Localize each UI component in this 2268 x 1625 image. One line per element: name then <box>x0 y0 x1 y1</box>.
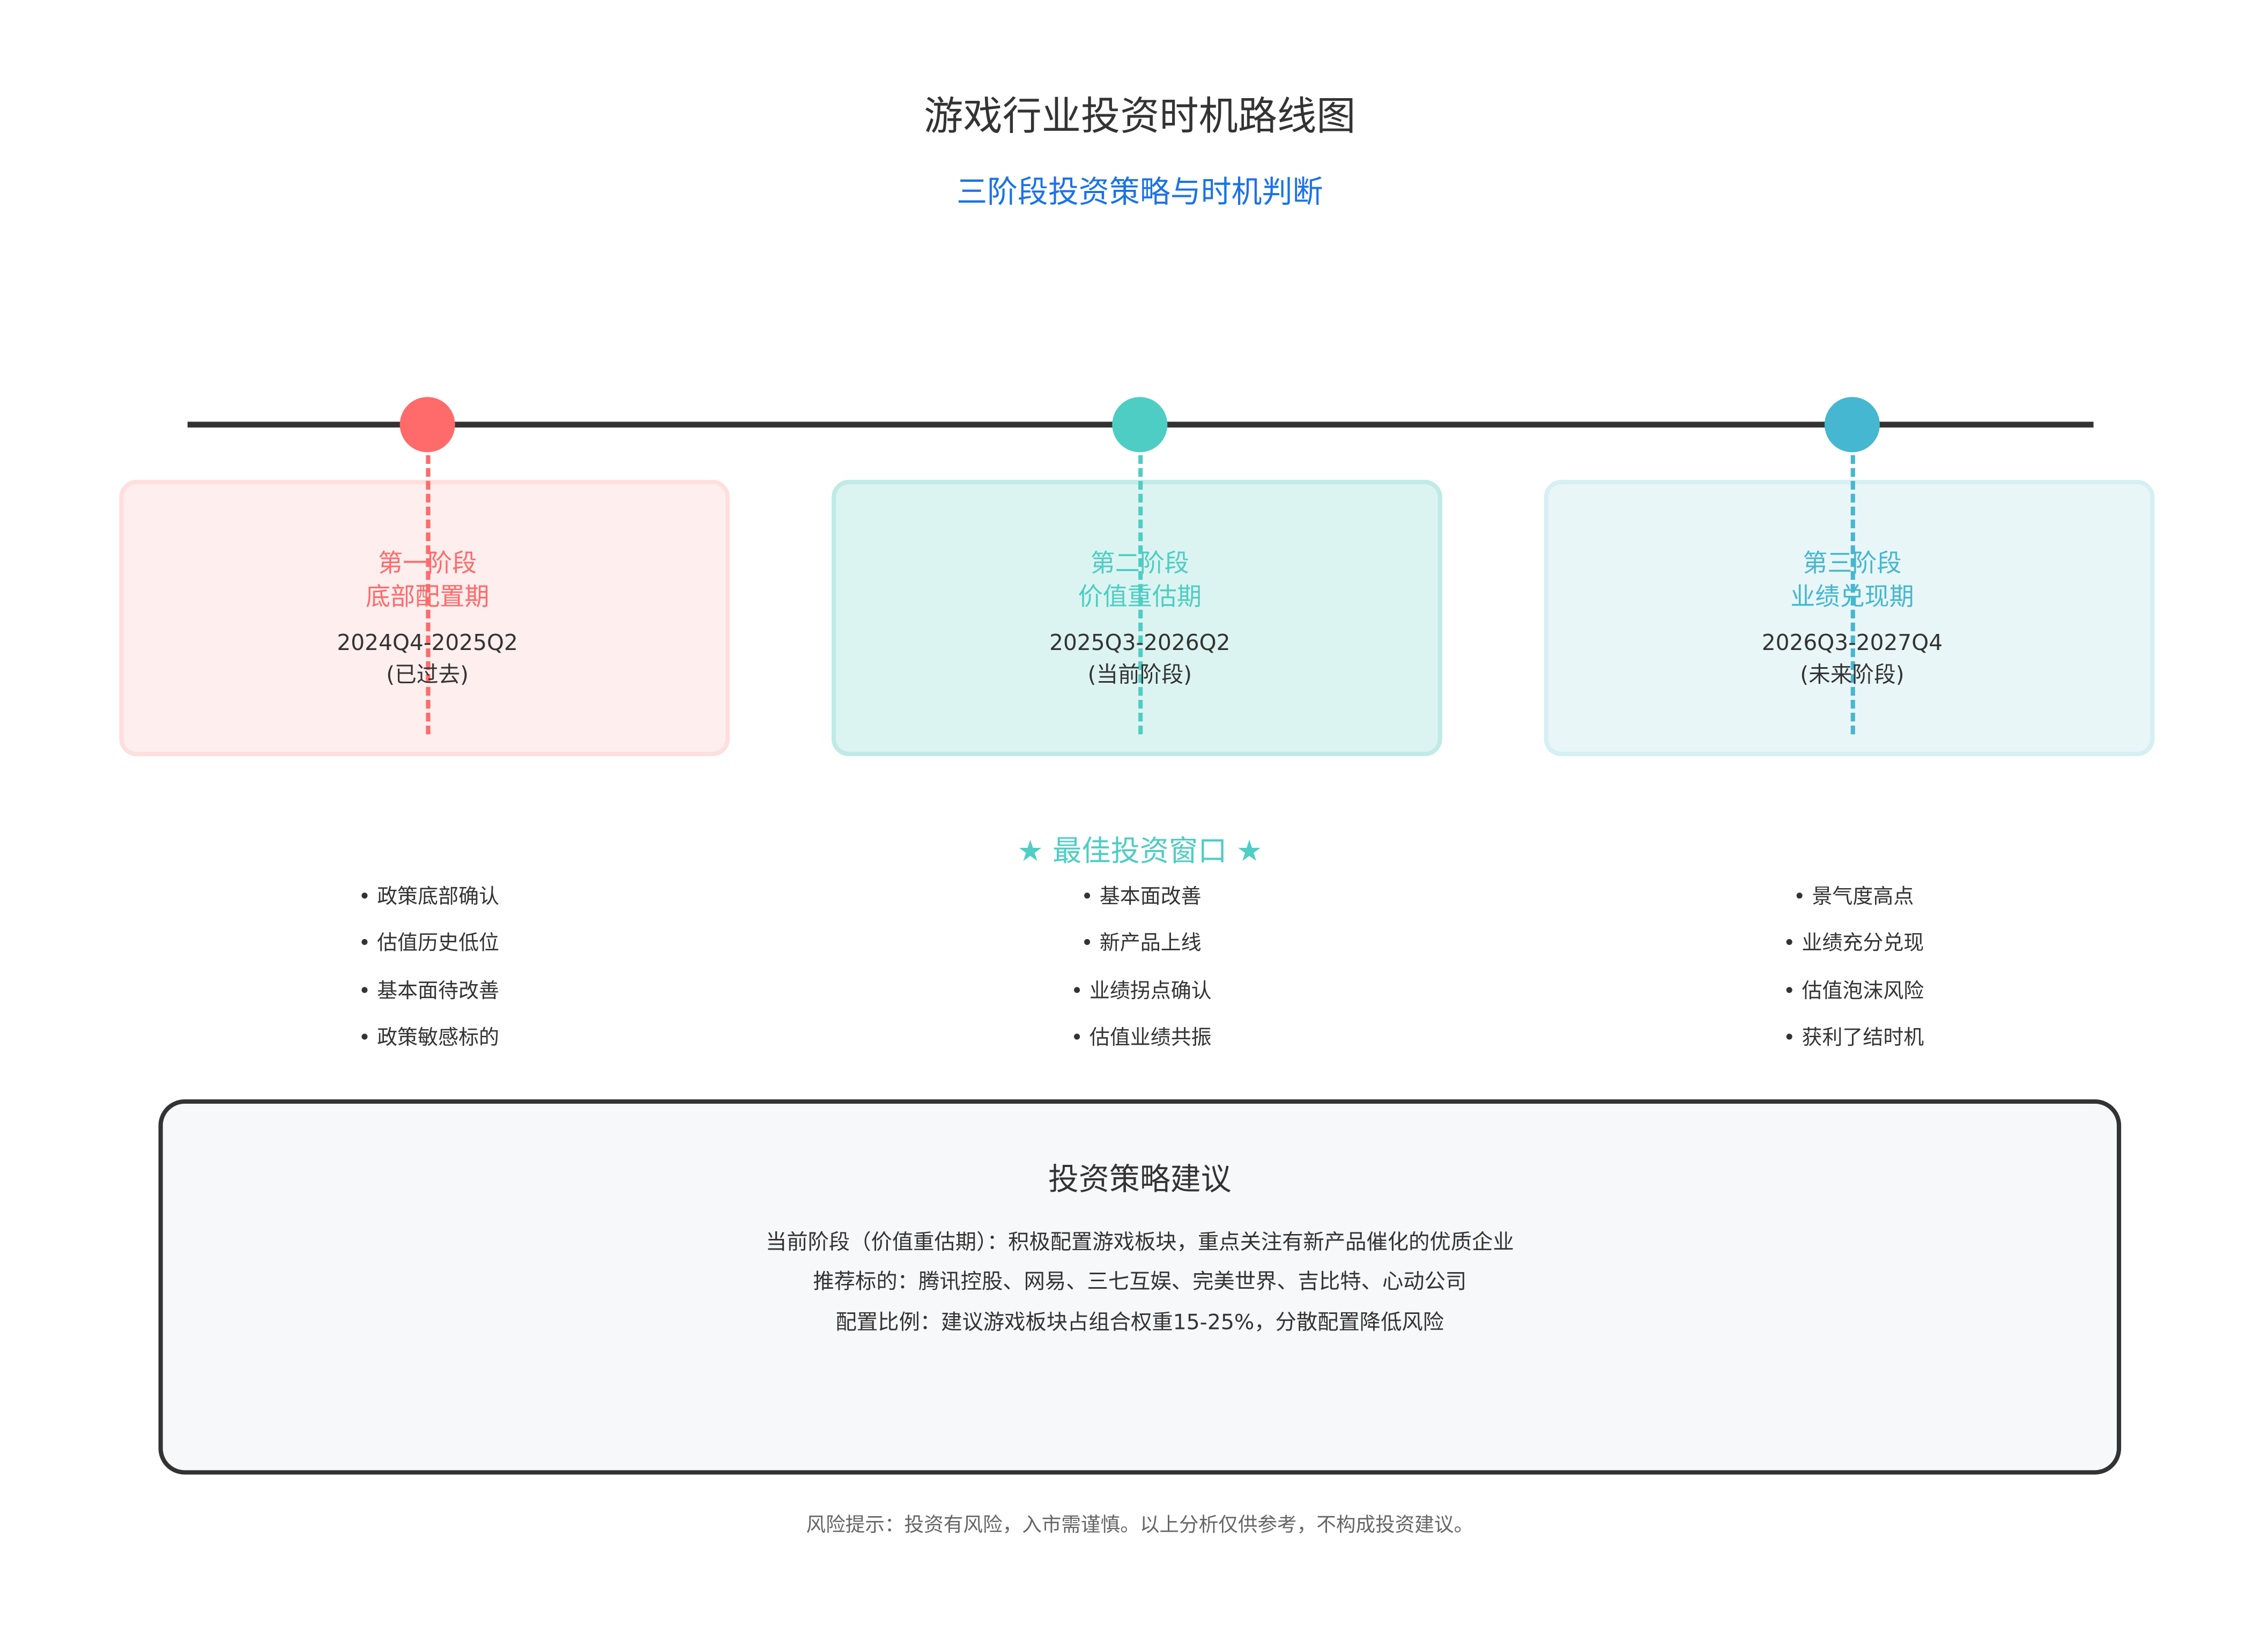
stage-2-card <box>831 479 1442 756</box>
stage-3-connector <box>1850 455 1855 735</box>
stage-name: 底部配置期 <box>365 583 490 612</box>
stage-label: 第三阶段 <box>1803 549 1902 579</box>
list-item: • 估值历史低位 <box>358 932 500 956</box>
list-item: • 景气度高点 <box>1793 885 1914 909</box>
risk-disclaimer: 风险提示：投资有风险，入市需谨慎。以上分析仅供参考，不构成投资建议。 <box>806 1513 1474 1538</box>
stage-1-period: 2024Q4-2025Q2 (已过去) <box>337 627 517 691</box>
strategy-title: 投资策略建议 <box>1048 1162 1232 1197</box>
strategy-line: 推荐标的：腾讯控股、网易、三七互娱、完美世界、吉比特、心动公司 <box>813 1271 1467 1295</box>
page-subtitle: 三阶段投资策略与时机判断 <box>957 174 1323 210</box>
stage-2-title: 第二阶段价值重估期 <box>1078 548 1202 615</box>
list-item: • 政策敏感标的 <box>358 1026 500 1050</box>
list-item: • 业绩拐点确认 <box>1071 980 1212 1003</box>
strategy-line: 当前阶段（价值重估期）：积极配置游戏板块，重点关注有新产品催化的优质企业 <box>765 1231 1514 1255</box>
stage-2-connector <box>1137 455 1142 735</box>
list-item: • 估值泡沫风险 <box>1783 980 1924 1003</box>
list-item: • 政策底部确认 <box>358 885 500 909</box>
stage-period: 2025Q3-2026Q2 <box>1049 630 1231 656</box>
list-item: • 基本面改善 <box>1081 885 1202 909</box>
list-item: • 基本面待改善 <box>358 980 500 1003</box>
page-title: 游戏行业投资时机路线图 <box>924 94 1356 140</box>
stage-status: (已过去) <box>386 661 469 688</box>
stage-1-marker <box>399 397 455 453</box>
stage-period: 2024Q4-2025Q2 <box>337 630 518 656</box>
list-item: • 业绩充分兑现 <box>1783 932 1924 956</box>
stage-status: (未来阶段) <box>1800 661 1904 688</box>
stage-label: 第一阶段 <box>377 549 477 579</box>
stage-name: 价值重估期 <box>1078 583 1202 612</box>
stage-label: 第二阶段 <box>1090 549 1190 579</box>
stage-3-period: 2026Q3-2027Q4 (未来阶段) <box>1762 627 1943 691</box>
stage-3-title: 第三阶段业绩兑现期 <box>1790 548 1914 615</box>
stage-period: 2026Q3-2027Q4 <box>1761 630 1943 656</box>
stage-status: (当前阶段) <box>1087 661 1192 688</box>
stage-2-period: 2025Q3-2026Q2 (当前阶段) <box>1049 627 1230 691</box>
best-window-badge: ★ 最佳投资窗口 ★ <box>1017 833 1263 868</box>
stage-1-card <box>119 479 730 756</box>
stage-name: 业绩兑现期 <box>1790 583 1914 612</box>
list-item: • 新产品上线 <box>1081 932 1202 956</box>
stage-1-connector <box>425 455 430 735</box>
list-item: • 获利了结时机 <box>1783 1026 1924 1050</box>
stage-3-card <box>1544 479 2155 756</box>
stage-2-marker <box>1112 397 1168 453</box>
stage-1-title: 第一阶段底部配置期 <box>366 548 489 615</box>
strategy-line: 配置比例：建议游戏板块占组合权重15-25%，分散配置降低风险 <box>835 1311 1444 1335</box>
strategy-panel <box>158 1099 2122 1475</box>
stage-3-marker <box>1824 397 1880 453</box>
list-item: • 估值业绩共振 <box>1071 1026 1212 1050</box>
